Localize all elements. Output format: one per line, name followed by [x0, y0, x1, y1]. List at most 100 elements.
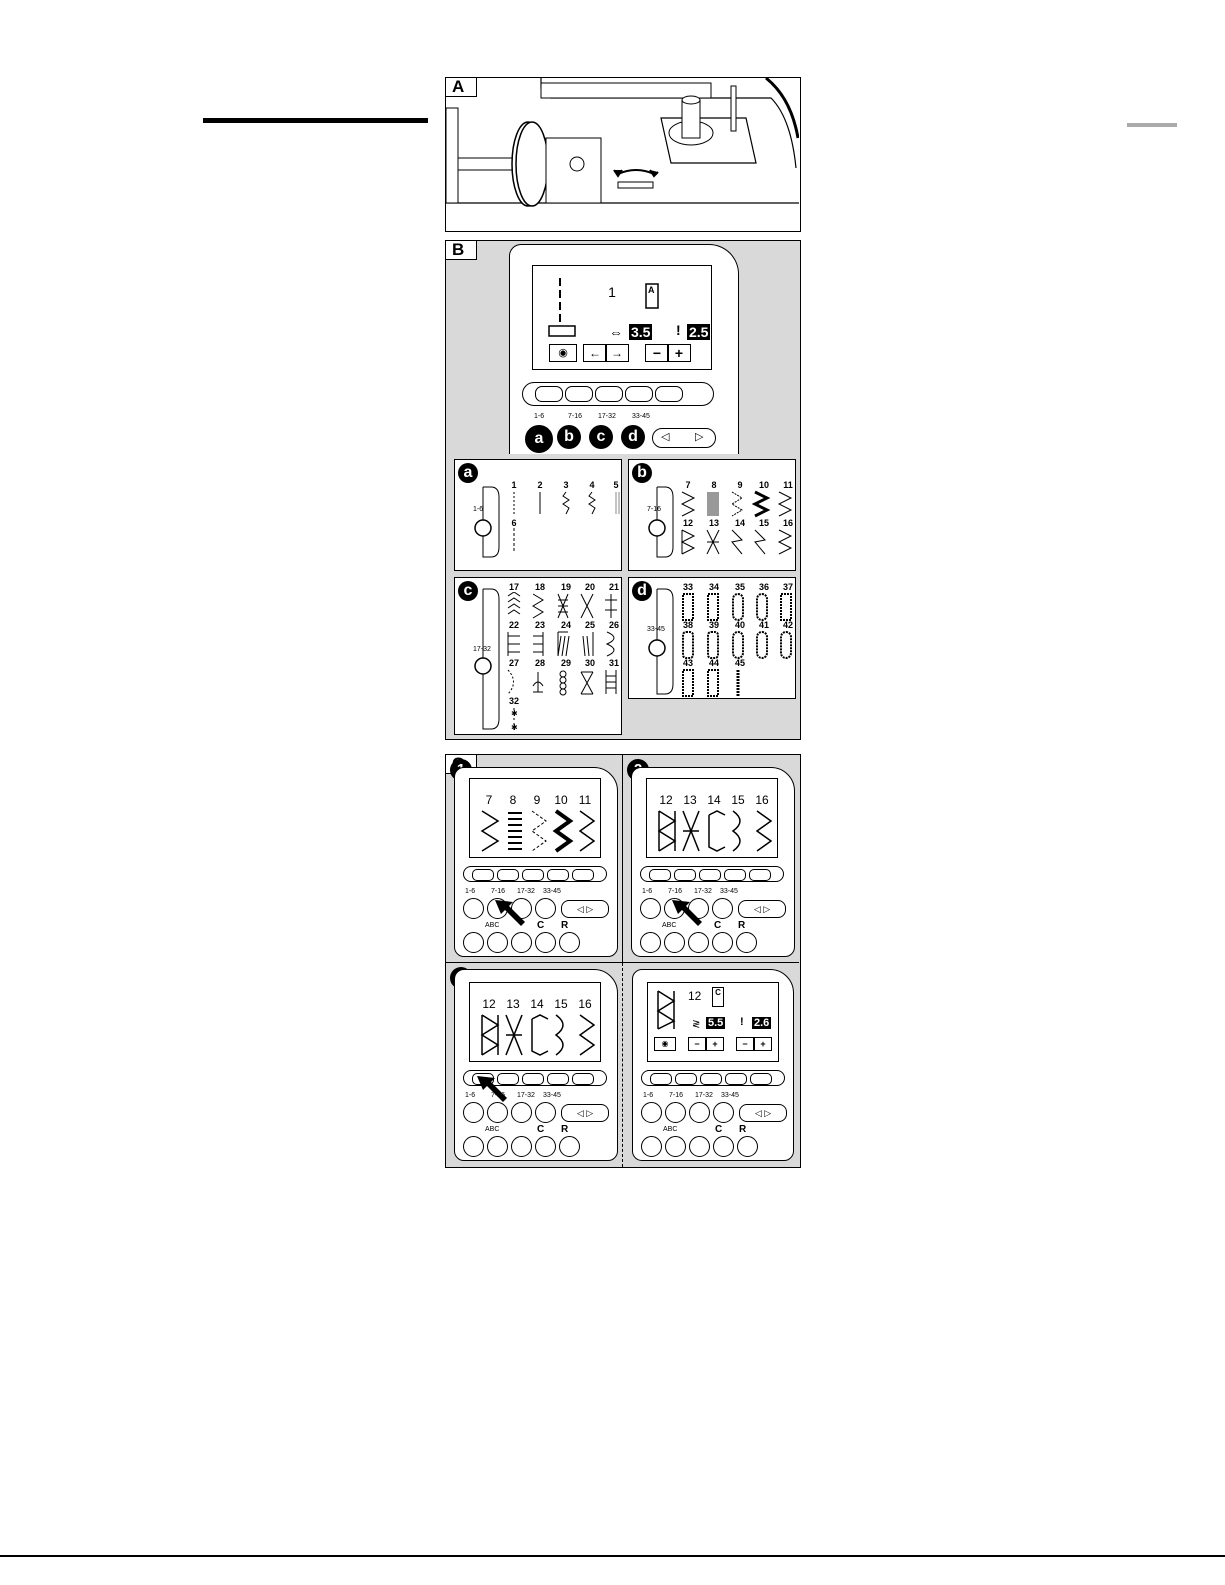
page-arrow-buttons[interactable]: ◁ ▷ — [739, 1104, 787, 1122]
group-button-a[interactable]: a — [525, 425, 553, 453]
group-c-range: 17-32 — [473, 646, 491, 653]
stitch-num: 28 — [534, 658, 545, 668]
group-button-c[interactable]: c — [589, 425, 613, 449]
function-button[interactable] — [737, 1136, 758, 1157]
stitch-num: 23 — [534, 620, 545, 630]
step-4-length-value: 2.6 — [752, 1017, 772, 1029]
function-button[interactable] — [487, 1136, 508, 1157]
function-button[interactable] — [664, 932, 685, 953]
stitch-num: 36 — [758, 582, 769, 592]
soft-key[interactable] — [649, 869, 671, 881]
function-button[interactable] — [712, 932, 733, 953]
soft-key[interactable] — [572, 869, 594, 881]
soft-key[interactable] — [750, 1073, 772, 1085]
group-button[interactable] — [640, 898, 661, 919]
function-button[interactable] — [535, 1136, 556, 1157]
page-arrow-buttons[interactable]: ◁ ▷ — [561, 1104, 609, 1122]
page-left-button[interactable]: ◁ — [661, 431, 670, 443]
soft-key[interactable] — [547, 869, 569, 881]
group-c-letter: c — [458, 581, 478, 601]
function-button[interactable] — [463, 1136, 484, 1157]
group-button-b[interactable]: b — [557, 425, 581, 449]
stitch-num: 7 — [685, 480, 691, 490]
needle-position-icon[interactable]: ◉ — [654, 1037, 676, 1051]
function-button[interactable] — [736, 932, 757, 953]
group-button[interactable] — [713, 1102, 734, 1123]
soft-key-4[interactable] — [625, 386, 653, 402]
function-button[interactable] — [559, 1136, 580, 1157]
function-button[interactable] — [641, 1136, 662, 1157]
soft-key[interactable] — [522, 869, 544, 881]
soft-key[interactable] — [725, 1073, 747, 1085]
lcd-stitch-num: 12 — [659, 793, 673, 807]
group-button[interactable] — [487, 1102, 508, 1123]
group-button[interactable] — [463, 1102, 484, 1123]
soft-key-5[interactable] — [655, 386, 683, 402]
soft-key[interactable] — [572, 1073, 594, 1085]
group-button[interactable] — [665, 1102, 686, 1123]
soft-key-2[interactable] — [565, 386, 593, 402]
stitch-num: 38 — [682, 620, 693, 630]
page-right-button[interactable]: ▷ — [695, 431, 704, 443]
width-plus-button[interactable]: + — [706, 1037, 724, 1051]
group-range-c: 17-32 — [598, 413, 616, 420]
function-button[interactable] — [640, 932, 661, 953]
group-button[interactable] — [511, 1102, 532, 1123]
group-button[interactable] — [463, 898, 484, 919]
length-plus-button[interactable]: + — [667, 344, 691, 362]
group-c-chart: c 17-32 17 18 19 20 21 22 23 24 25 26 27… — [454, 577, 622, 735]
lcd-stitch-num: 10 — [554, 793, 568, 807]
group-button[interactable] — [641, 1102, 662, 1123]
range-label: 33-45 — [543, 1092, 561, 1099]
function-button[interactable] — [487, 932, 508, 953]
function-button[interactable] — [665, 1136, 686, 1157]
function-button[interactable] — [559, 932, 580, 953]
function-button[interactable] — [463, 932, 484, 953]
range-label: 17-32 — [694, 888, 712, 895]
soft-key[interactable] — [700, 1073, 722, 1085]
length-minus-button[interactable]: − — [736, 1037, 754, 1051]
group-button-d[interactable]: d — [621, 425, 645, 449]
soft-key[interactable] — [497, 1073, 519, 1085]
lcd-stitch-icons — [657, 810, 773, 852]
width-left-button[interactable]: ← — [583, 344, 607, 362]
width-right-button[interactable]: → — [605, 344, 629, 362]
needle-position-icon[interactable]: ◉ — [549, 344, 577, 362]
page-arrow-buttons[interactable]: ◁ ▷ — [738, 900, 786, 918]
group-button[interactable] — [689, 1102, 710, 1123]
page-arrow-buttons[interactable]: ◁ ▷ — [561, 900, 609, 918]
length-icon: ! — [740, 1016, 744, 1028]
group-button[interactable] — [712, 898, 733, 919]
stitch-num: 20 — [584, 582, 595, 592]
group-button[interactable] — [535, 898, 556, 919]
soft-key[interactable] — [749, 869, 771, 881]
soft-key[interactable] — [497, 869, 519, 881]
soft-key-3[interactable] — [595, 386, 623, 402]
function-button[interactable] — [511, 932, 532, 953]
presser-foot-letter: A — [648, 285, 655, 295]
straight-stitch-icon — [548, 278, 659, 337]
press-arrow-icon — [672, 900, 702, 926]
soft-key[interactable] — [724, 869, 746, 881]
function-button[interactable] — [689, 1136, 710, 1157]
function-button[interactable] — [511, 1136, 532, 1157]
soft-key[interactable] — [675, 1073, 697, 1085]
soft-key[interactable] — [522, 1073, 544, 1085]
soft-key[interactable] — [699, 869, 721, 881]
soft-key[interactable] — [674, 869, 696, 881]
soft-key[interactable] — [547, 1073, 569, 1085]
stitch-num: 16 — [782, 518, 793, 528]
length-plus-button[interactable]: + — [754, 1037, 772, 1051]
function-button[interactable] — [535, 932, 556, 953]
function-button[interactable] — [688, 932, 709, 953]
lcd-stitch-num: 13 — [683, 793, 697, 807]
width-minus-button[interactable]: − — [688, 1037, 706, 1051]
function-button[interactable] — [713, 1136, 734, 1157]
length-minus-button[interactable]: − — [645, 344, 669, 362]
step-3: 3 12 13 14 15 16 — [446, 963, 622, 1168]
soft-key[interactable] — [472, 869, 494, 881]
group-button[interactable] — [535, 1102, 556, 1123]
range-label: 33-45 — [721, 1092, 739, 1099]
soft-key[interactable] — [650, 1073, 672, 1085]
soft-key-1[interactable] — [535, 386, 563, 402]
